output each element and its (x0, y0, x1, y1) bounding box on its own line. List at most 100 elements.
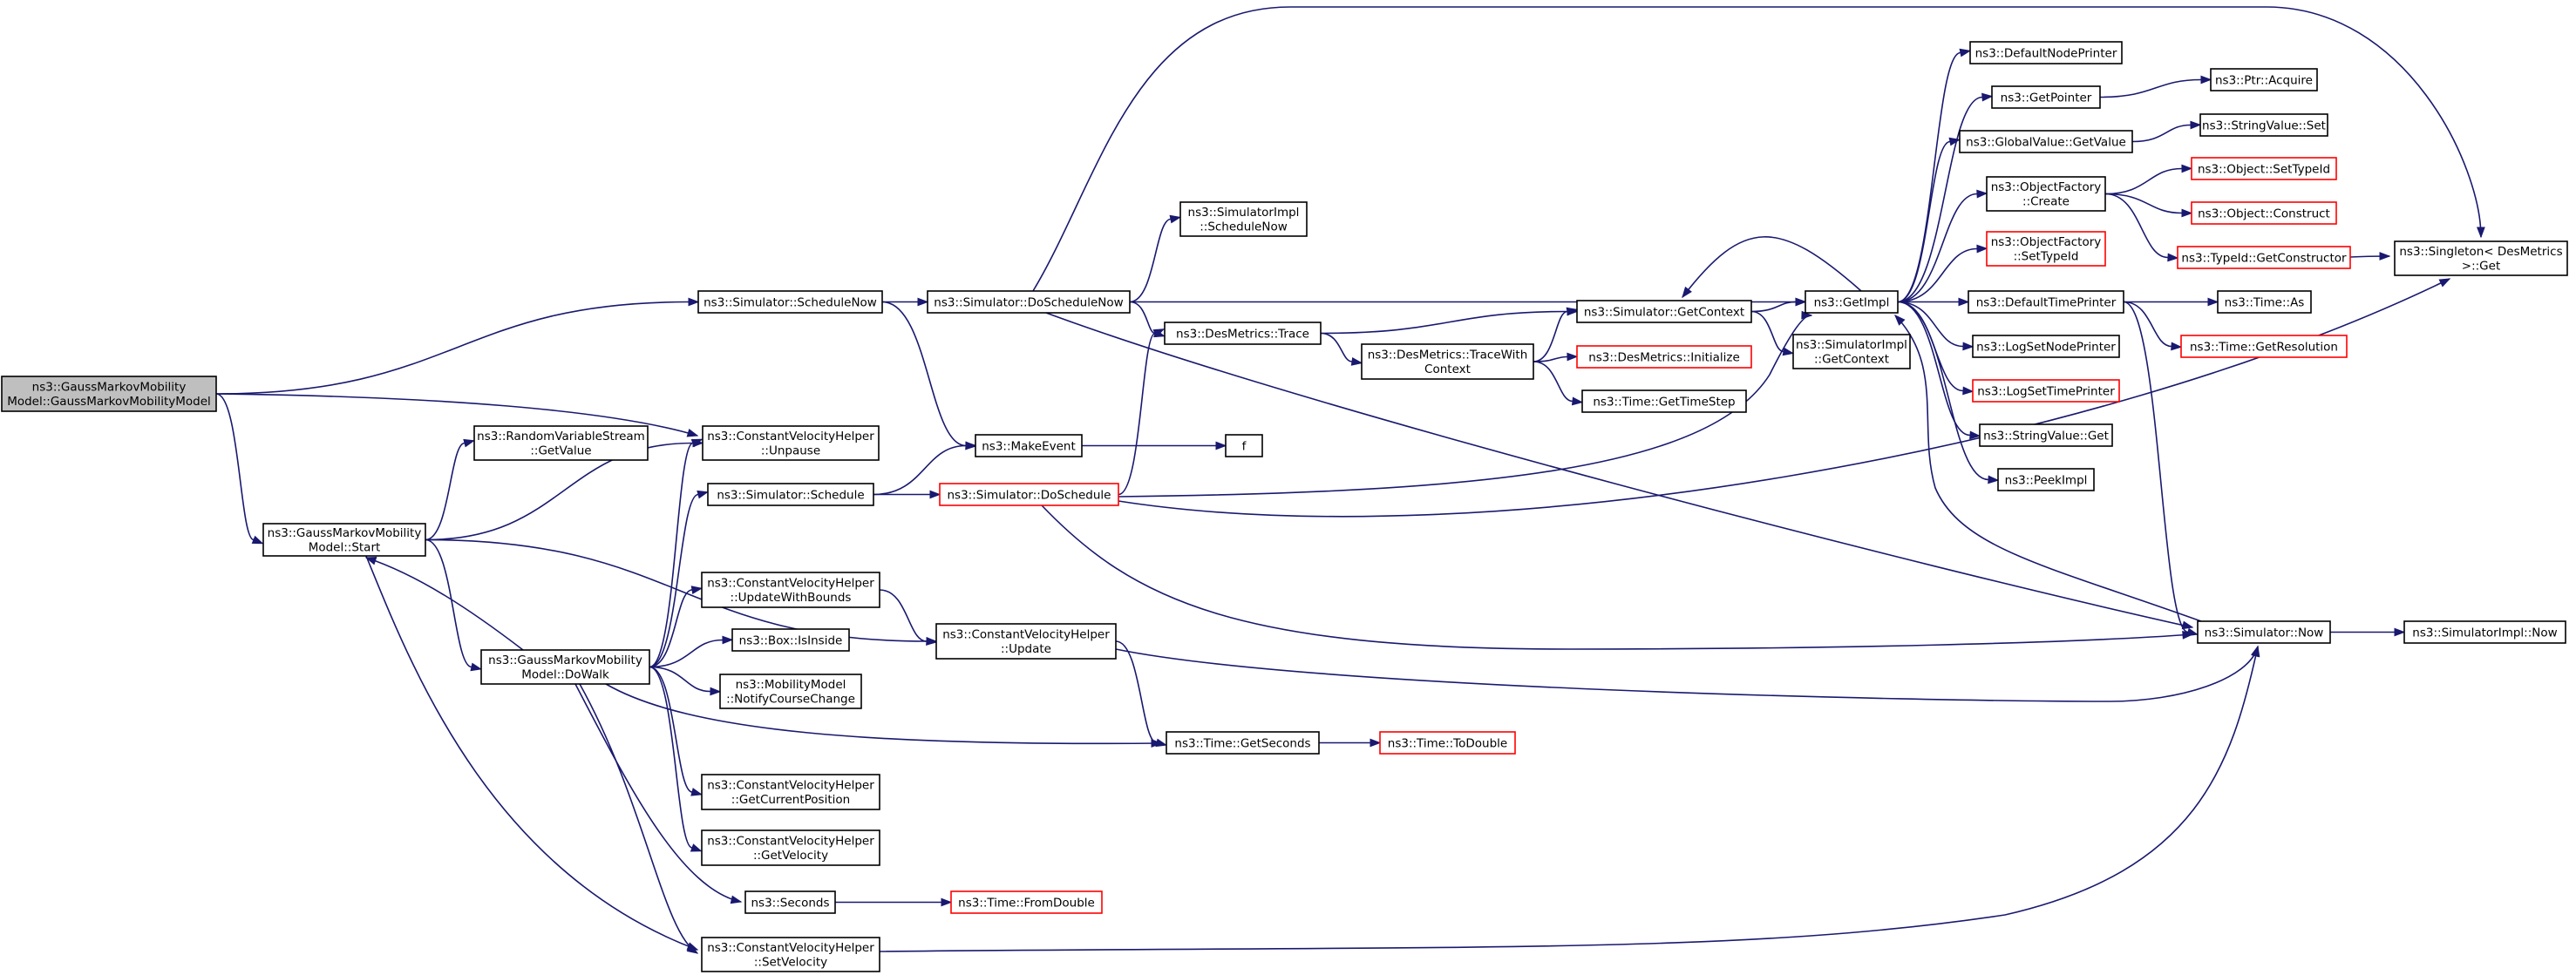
node-start[interactable]: ns3::GaussMarkovMobilityModel::Start (262, 523, 426, 557)
node-box[interactable] (701, 572, 880, 608)
node-box[interactable] (1979, 423, 2113, 447)
node-sim-doschedule[interactable]: ns3::Simulator::DoSchedule (939, 483, 1119, 506)
node-box[interactable] (1986, 231, 2106, 267)
node-cvh-unpause[interactable]: ns3::ConstantVelocityHelper::Unpause (702, 425, 880, 461)
node-box[interactable] (2180, 335, 2348, 358)
node-cvh-setvelocity[interactable]: ns3::ConstantVelocityHelper::SetVelocity (701, 937, 880, 972)
node-box[interactable] (1969, 41, 2123, 64)
node-f[interactable]: f (1225, 434, 1263, 457)
node-makeevent[interactable]: ns3::MakeEvent (975, 434, 1083, 457)
node-box[interactable] (1581, 389, 1747, 413)
node-sim-schedule[interactable]: ns3::Simulator::Schedule (707, 483, 874, 506)
node-time-getresolution[interactable]: ns3::Time::GetResolution (2180, 335, 2348, 358)
node-rvs-getvalue[interactable]: ns3::RandomVariableStream::GetValue (473, 425, 649, 461)
node-desmetrics-initialize[interactable]: ns3::DesMetrics::Initialize (1576, 345, 1752, 369)
node-box[interactable] (2217, 290, 2312, 314)
node-cvh-getcurrentposition[interactable]: ns3::ConstantVelocityHelper::GetCurrentP… (701, 774, 880, 810)
node-simimpl-schedulenow[interactable]: ns3::SimulatorImpl::ScheduleNow (1179, 201, 1308, 237)
node-box[interactable] (1986, 176, 2106, 212)
node-box[interactable] (701, 829, 880, 866)
node-sim-getcontext[interactable]: ns3::Simulator::GetContext (1576, 300, 1752, 323)
node-time-getseconds[interactable]: ns3::Time::GetSeconds (1166, 731, 1320, 755)
node-dowalk[interactable]: ns3::GaussMarkovMobilityModel::DoWalk (480, 649, 650, 685)
node-typeid-getconstructor[interactable]: ns3::TypeId::GetConstructor (2177, 246, 2351, 269)
node-box[interactable] (1225, 434, 1263, 457)
node-seconds[interactable]: ns3::Seconds (744, 890, 836, 914)
node-box[interactable] (2177, 246, 2351, 269)
node-mm-notify[interactable]: ns3::MobilityModel::NotifyCourseChange (719, 674, 862, 709)
node-box[interactable] (939, 483, 1119, 506)
node-box[interactable] (1166, 731, 1320, 755)
node-box[interactable] (701, 937, 880, 972)
node-box[interactable] (1576, 345, 1752, 369)
node-time-todouble[interactable]: ns3::Time::ToDouble (1379, 731, 1516, 755)
node-time-as[interactable]: ns3::Time::As (2217, 290, 2312, 314)
node-object-construct[interactable]: ns3::Object::Construct (2191, 201, 2337, 225)
node-box[interactable] (950, 890, 1103, 914)
node-box[interactable] (473, 425, 649, 461)
node-box[interactable] (2394, 240, 2568, 276)
node-box[interactable] (744, 890, 836, 914)
node-objectfactory-settypeid[interactable]: ns3::ObjectFactory::SetTypeId (1986, 231, 2106, 267)
node-object-settypeid[interactable]: ns3::Object::SetTypeId (2191, 157, 2337, 180)
node-root[interactable]: ns3::GaussMarkovMobilityModel::GaussMark… (1, 376, 217, 412)
node-cvh-updatewithbounds[interactable]: ns3::ConstantVelocityHelper::UpdateWithB… (701, 572, 880, 608)
node-time-gettimestep[interactable]: ns3::Time::GetTimeStep (1581, 389, 1747, 413)
node-box[interactable] (1972, 379, 2120, 403)
node-objectfactory-create[interactable]: ns3::ObjectFactory::Create (1986, 176, 2106, 212)
node-stringvalue-get[interactable]: ns3::StringValue::Get (1979, 423, 2113, 447)
node-sim-doschedulenow[interactable]: ns3::Simulator::DoScheduleNow (927, 290, 1131, 314)
node-box[interactable] (697, 290, 883, 314)
node-box[interactable] (707, 483, 874, 506)
node-box[interactable] (731, 628, 850, 652)
node-getpointer[interactable]: ns3::GetPointer (1991, 85, 2101, 109)
node-cvh-getvelocity[interactable]: ns3::ConstantVelocityHelper::GetVelocity (701, 829, 880, 866)
node-box[interactable] (701, 774, 880, 810)
node-box[interactable] (262, 523, 426, 557)
node-box[interactable] (2197, 620, 2331, 644)
node-desmetrics-trace[interactable]: ns3::DesMetrics::Trace (1164, 322, 1322, 345)
node-box[interactable] (1968, 290, 2124, 314)
node-box[interactable] (2191, 201, 2337, 225)
node-stringvalue-set[interactable]: ns3::StringValue::Set (2199, 113, 2328, 137)
node-box[interactable] (2191, 157, 2337, 180)
node-box[interactable] (927, 290, 1131, 314)
node-singleton-get[interactable]: ns3::Singleton< DesMetrics>::Get (2394, 240, 2568, 276)
node-box[interactable] (719, 674, 862, 709)
node-simimpl-now[interactable]: ns3::SimulatorImpl::Now (2403, 620, 2566, 644)
node-sim-schedulenow[interactable]: ns3::Simulator::ScheduleNow (697, 290, 883, 314)
node-ptr-acquire[interactable]: ns3::Ptr::Acquire (2210, 68, 2318, 91)
node-box[interactable] (480, 649, 650, 685)
node-box[interactable] (1792, 334, 1911, 369)
node-logsettimeprinter[interactable]: ns3::LogSetTimePrinter (1972, 379, 2120, 403)
node-box[interactable] (1164, 322, 1322, 345)
node-box[interactable] (1991, 85, 2101, 109)
node-globalvalue-getvalue[interactable]: ns3::GlobalValue::GetValue (1959, 130, 2133, 153)
node-box[interactable] (1, 376, 217, 412)
node-cvh-update[interactable]: ns3::ConstantVelocityHelper::Update (935, 623, 1117, 660)
node-logsetnodeprinter[interactable]: ns3::LogSetNodePrinter (1972, 335, 2120, 358)
node-time-fromdouble[interactable]: ns3::Time::FromDouble (950, 890, 1103, 914)
node-box[interactable] (975, 434, 1083, 457)
node-defaulttimeprinter[interactable]: ns3::DefaultTimePrinter (1968, 290, 2124, 314)
node-box[interactable] (2403, 620, 2566, 644)
node-box-isinside[interactable]: ns3::Box::IsInside (731, 628, 850, 652)
node-box[interactable] (1179, 201, 1308, 237)
node-box[interactable] (1805, 290, 1899, 314)
node-box[interactable] (702, 425, 880, 461)
node-box[interactable] (2199, 113, 2328, 137)
node-box[interactable] (1379, 731, 1516, 755)
node-box[interactable] (2210, 68, 2318, 91)
node-peekimpl[interactable]: ns3::PeekImpl (1997, 468, 2095, 491)
node-box[interactable] (935, 623, 1117, 660)
node-box[interactable] (1997, 468, 2095, 491)
node-simimpl-getcontext[interactable]: ns3::SimulatorImpl::GetContext (1792, 334, 1911, 369)
node-sim-now[interactable]: ns3::Simulator::Now (2197, 620, 2331, 644)
node-defaultnodeprinter[interactable]: ns3::DefaultNodePrinter (1969, 41, 2123, 64)
node-box[interactable] (1576, 300, 1752, 323)
node-box[interactable] (1361, 343, 1534, 380)
node-box[interactable] (1972, 335, 2120, 358)
node-box[interactable] (1959, 130, 2133, 153)
node-getimpl[interactable]: ns3::GetImpl (1805, 290, 1899, 314)
